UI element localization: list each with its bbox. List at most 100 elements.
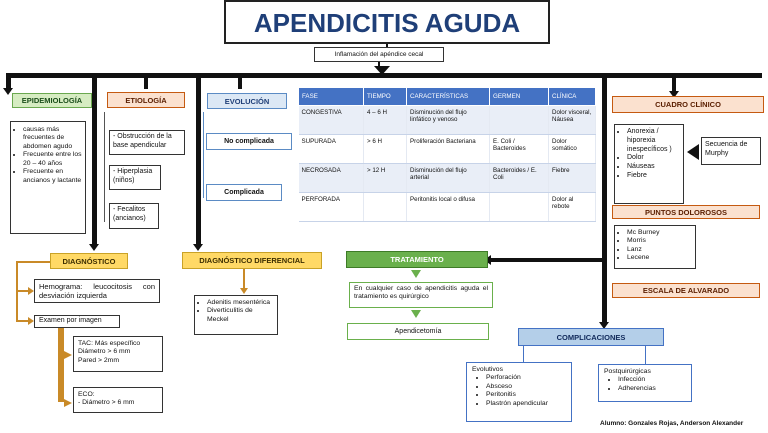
connector bbox=[238, 73, 242, 89]
table-row: SUPURADA > 6 H Proliferación Bacteriana … bbox=[298, 134, 596, 164]
tratamiento-box: En cualquier caso de apendicitis aguda e… bbox=[349, 282, 493, 308]
table-cell: E. Coli / Bacteroides bbox=[489, 134, 549, 164]
table-row: NECROSADA > 12 H Disminución del flujo a… bbox=[298, 163, 596, 193]
eco-line: ECO: bbox=[78, 391, 95, 398]
epidemiologia-item: causas más frecuentes de abdomen agudo bbox=[23, 126, 82, 151]
hemograma-box: Hemograma: leucocitosis con desviación i… bbox=[34, 279, 160, 303]
evolutivo-item: Peritonitis bbox=[486, 391, 566, 399]
connector bbox=[104, 112, 105, 222]
connector bbox=[144, 73, 148, 89]
arrow bbox=[64, 351, 72, 359]
connector bbox=[203, 112, 204, 198]
tratamiento-header: TRATAMIENTO bbox=[346, 251, 488, 268]
connector bbox=[243, 269, 245, 289]
puntos-dolorosos-box: Mc Burney Morris Lanz Lecene bbox=[614, 225, 696, 269]
murphy-box: Secuencia de Murphy bbox=[701, 137, 761, 165]
author-credit: Alumno: Gonzales Rojas, Anderson Alexand… bbox=[600, 420, 744, 427]
connector bbox=[523, 346, 524, 362]
arrow bbox=[28, 287, 34, 295]
table-cell: NECROSADA bbox=[298, 163, 364, 193]
connector bbox=[196, 73, 201, 245]
epidemiologia-item: Frecuente en ancianos y lactante bbox=[23, 168, 82, 185]
main-arrow bbox=[374, 66, 390, 75]
arrow bbox=[669, 91, 679, 98]
diagnostico-diferencial-box: Adenitis mesentérica Diverticulitis de M… bbox=[194, 295, 278, 335]
postquirurgicas-box: Postquirúrgicas Infección Adherencias bbox=[598, 364, 692, 402]
tac-box: TAC: Más específico Diámetro > 6 mm Pare… bbox=[73, 336, 163, 372]
connector bbox=[490, 258, 604, 262]
cuadro-clinico-item: Náuseas bbox=[627, 163, 680, 172]
table-cell: SUPURADA bbox=[298, 134, 364, 164]
connector bbox=[58, 328, 64, 402]
etiologia-item: - Fecalitos (ancianos) bbox=[109, 203, 159, 229]
arrow bbox=[64, 399, 72, 407]
etiologia-item: - Obstrucción de la base apendicular bbox=[109, 130, 185, 155]
connector bbox=[92, 73, 97, 245]
table-row: CONGESTIVA 4 – 6 H Disminución del flujo… bbox=[298, 105, 596, 135]
arrow bbox=[411, 270, 421, 278]
epidemiologia-header: EPIDEMIOLOGÍA bbox=[12, 93, 92, 108]
postquirurgica-item: Infección bbox=[618, 376, 686, 384]
evolutivo-item: Absceso bbox=[486, 383, 566, 391]
complicada-box: Complicada bbox=[206, 184, 282, 201]
apendicetomia-box: Apendicetomía bbox=[347, 323, 489, 340]
connector bbox=[645, 346, 646, 364]
table-cell: Bacteroides / E. Coli bbox=[489, 163, 549, 193]
punto-doloroso-item: Morris bbox=[627, 237, 692, 245]
table-cell: Disminución del flujo linfático y venoso bbox=[406, 105, 490, 135]
connector bbox=[6, 73, 11, 89]
table-cell: Dolor somático bbox=[548, 134, 596, 164]
evolucion-table: FASE TIEMPO CARACTERÍSTICAS GERMEN CLÍNI… bbox=[298, 87, 596, 222]
cuadro-clinico-item: Dolor bbox=[627, 154, 680, 163]
table-cell: Disminución del flujo arterial bbox=[406, 163, 490, 193]
examen-imagen-box: Examen por imagen bbox=[34, 315, 120, 328]
cuadro-clinico-box: Anorexia / hiporexia inespecíficos ) Dol… bbox=[614, 124, 684, 204]
punto-doloroso-item: Mc Burney bbox=[627, 229, 692, 237]
table-header-cell: FASE bbox=[298, 87, 364, 106]
connector bbox=[602, 73, 607, 323]
connector bbox=[378, 62, 380, 68]
diagnostico-diferencial-header: DIAGNÓSTICO DIFERENCIAL bbox=[182, 252, 322, 269]
diagnostico-diferencial-item: Diverticulitis de Meckel bbox=[207, 307, 274, 324]
table-cell: CONGESTIVA bbox=[298, 105, 364, 135]
diagnostico-header: DIAGNÓSTICO bbox=[50, 253, 128, 269]
punto-doloroso-item: Lecene bbox=[627, 254, 692, 262]
diagnostico-diferencial-item: Adenitis mesentérica bbox=[207, 299, 274, 307]
hemograma-text: Hemograma: leucocitosis con desviación i… bbox=[39, 282, 155, 301]
arrow bbox=[28, 317, 34, 325]
connector bbox=[672, 73, 676, 92]
table-cell: Dolor visceral, Náusea bbox=[548, 105, 596, 135]
eco-box: ECO: - Diámetro > 6 mm bbox=[73, 387, 163, 413]
table-header-cell: GERMEN bbox=[489, 87, 549, 106]
arrow bbox=[3, 88, 13, 95]
tac-line: Diámetro > 6 mm bbox=[78, 348, 131, 356]
evolucion-header: EVOLUCIÓN bbox=[207, 93, 287, 109]
table-cell: Peritonitis local o difusa bbox=[406, 192, 490, 222]
table-cell: Fiebre bbox=[548, 163, 596, 193]
main-branch-bar bbox=[6, 73, 762, 78]
epidemiologia-box: causas más frecuentes de abdomen agudo F… bbox=[10, 121, 86, 234]
connector bbox=[386, 44, 388, 47]
table-header-cell: TIEMPO bbox=[363, 87, 407, 106]
table-header-row: FASE TIEMPO CARACTERÍSTICAS GERMEN CLÍNI… bbox=[298, 87, 596, 106]
table-cell bbox=[363, 192, 407, 222]
table-cell: PERFORADA bbox=[298, 192, 364, 222]
table-cell: > 12 H bbox=[363, 163, 407, 193]
table-header-cell: CARACTERÍSTICAS bbox=[406, 87, 490, 106]
etiologia-item: - Hiperplasia (niños) bbox=[109, 165, 161, 190]
arrow bbox=[240, 288, 248, 294]
alvarado-header: ESCALA DE ALVARADO bbox=[612, 283, 760, 298]
table-cell: Dolor al rebote bbox=[548, 192, 596, 222]
punto-doloroso-item: Lanz bbox=[627, 246, 692, 254]
arrow bbox=[411, 310, 421, 318]
table-row: PERFORADA Peritonitis local o difusa Dol… bbox=[298, 192, 596, 222]
table-cell: 4 – 6 H bbox=[363, 105, 407, 135]
arrow bbox=[193, 244, 203, 251]
postquirurgica-item: Adherencias bbox=[618, 385, 686, 393]
table-cell: > 6 H bbox=[363, 134, 407, 164]
page-title: APENDICITIS AGUDA bbox=[224, 0, 550, 44]
table-cell bbox=[489, 105, 549, 135]
cuadro-clinico-item: Fiebre bbox=[627, 172, 680, 181]
connector bbox=[16, 290, 30, 292]
etiologia-header: ETIOLOGÍA bbox=[107, 92, 185, 108]
